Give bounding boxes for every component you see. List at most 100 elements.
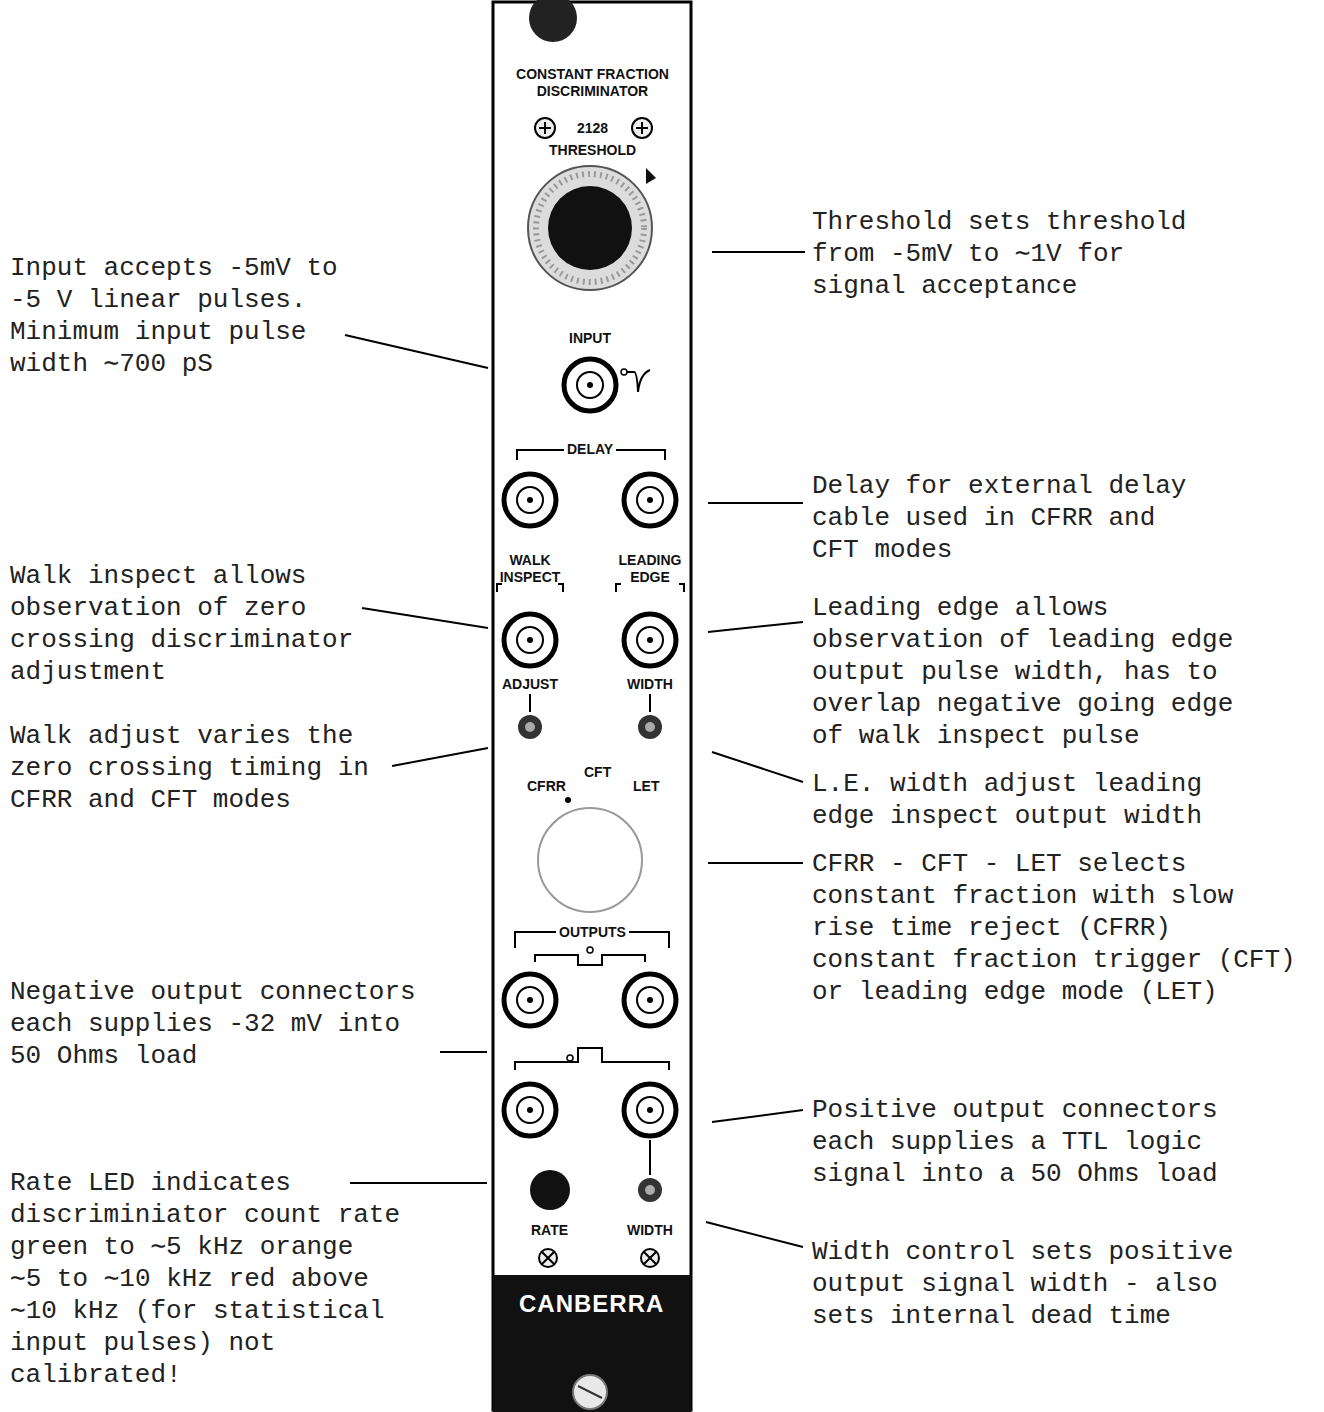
bnc-connector: [647, 1107, 653, 1113]
panel-label: 2128: [577, 120, 608, 137]
annotation-text: Negative output connectors each supplies…: [10, 976, 431, 1072]
panel-drawing: [392, 748, 488, 766]
bnc-connector: [504, 614, 556, 666]
bnc-connector: [624, 974, 676, 1026]
annotation-text: Input accepts -5mV to -5 V linear pulses…: [10, 252, 338, 380]
panel-drawing: [539, 1249, 557, 1267]
panel-drawing: [636, 122, 648, 134]
panel-drawing: [493, 1275, 691, 1412]
panel-drawing: [515, 1048, 669, 1070]
panel-drawing: [529, 694, 531, 712]
panel-drawing: [638, 715, 662, 739]
brand-name: CANBERRA: [519, 1290, 664, 1318]
bnc-connector: [517, 487, 543, 513]
panel-label: LEADING EDGE: [618, 552, 682, 586]
panel-drawing: [645, 722, 655, 732]
bnc-connector: [587, 382, 593, 388]
bnc-connector: [527, 1107, 533, 1113]
panel-label: CFT: [584, 764, 611, 781]
bnc-connector: [504, 1084, 556, 1136]
panel-drawing: [644, 1252, 656, 1264]
bnc-connector: [564, 359, 616, 411]
panel-label: THRESHOLD: [549, 142, 636, 159]
panel-drawing: [627, 370, 650, 392]
annotation-text: Leading edge allows observation of leadi…: [812, 592, 1233, 752]
annotation-text: CFRR - CFT - LET selects constant fracti…: [812, 848, 1296, 1008]
panel-drawing: [525, 722, 535, 732]
annotation-text: Width control sets positive output signa…: [812, 1236, 1249, 1332]
panel-drawing: [345, 335, 488, 368]
annotation-text: Walk adjust varies the zero crossing tim…: [10, 720, 384, 816]
panel-drawing: [530, 1170, 570, 1210]
panel-drawing: [578, 1386, 602, 1398]
panel-drawing: [538, 808, 642, 912]
panel-label: DELAY: [564, 441, 616, 458]
panel-label: INPUT: [569, 330, 611, 347]
panel-drawing: [542, 1252, 554, 1264]
panel-drawing: [548, 186, 632, 270]
bnc-connector: [647, 497, 653, 503]
panel-drawing: [708, 622, 803, 632]
panel-label: CONSTANT FRACTION DISCRIMINATOR: [510, 66, 675, 100]
panel-label: LET: [633, 778, 659, 795]
bnc-connector: [517, 1097, 543, 1123]
panel-drawing: [712, 752, 803, 782]
panel-drawing: [536, 174, 644, 282]
panel-label: RATE: [531, 1222, 568, 1239]
bnc-connector: [624, 474, 676, 526]
bnc-connector: [517, 987, 543, 1013]
panel-drawing: [350, 1182, 487, 1184]
panel-drawing: [493, 2, 691, 1410]
panel-drawing: [621, 369, 627, 375]
panel-drawing: [528, 166, 652, 290]
bnc-connector: [527, 497, 533, 503]
panel-drawing: [706, 1222, 803, 1247]
panel-drawing: [362, 608, 488, 628]
panel-drawing: [616, 584, 684, 592]
panel-drawing: [565, 797, 571, 803]
annotation-text: Rate LED indicates discriminiator count …: [10, 1167, 400, 1391]
bnc-connector: [637, 1097, 663, 1123]
panel-drawing: [529, 0, 577, 42]
panel-drawing: [708, 502, 803, 504]
panel-drawing: [440, 1051, 487, 1053]
panel-drawing: [645, 1185, 655, 1195]
panel-drawing: [649, 1140, 651, 1175]
bnc-connector: [527, 997, 533, 1003]
panel-drawing: [632, 118, 652, 138]
panel-drawing: [712, 1110, 803, 1122]
panel-drawing: [567, 1055, 573, 1061]
panel-drawing: [539, 122, 551, 134]
panel-label: WIDTH: [627, 1222, 673, 1239]
panel-drawing: [535, 118, 555, 138]
panel-drawing: [708, 862, 803, 864]
panel-label: WIDTH: [627, 676, 673, 693]
panel-drawing: [641, 1249, 659, 1267]
bnc-connector: [527, 637, 533, 643]
annotation-text: Threshold sets threshold from -5mV to ∼1…: [812, 206, 1202, 302]
bnc-connector: [577, 372, 603, 398]
panel-drawing: [518, 715, 542, 739]
bnc-connector: [504, 974, 556, 1026]
panel-drawing: [646, 168, 656, 184]
panel-label: ADJUST: [502, 676, 558, 693]
bnc-connector: [624, 1084, 676, 1136]
annotation-text: Delay for external delay cable used in C…: [812, 470, 1186, 566]
panel-drawing: [587, 947, 593, 953]
panel-label: CFRR: [527, 778, 566, 795]
annotation-text: Positive output connectors each supplies…: [812, 1094, 1233, 1190]
panel-drawing: [638, 1178, 662, 1202]
bnc-connector: [624, 614, 676, 666]
panel-drawing: [712, 251, 805, 253]
panel-drawing: [504, 359, 676, 1136]
bnc-connector: [647, 997, 653, 1003]
panel-drawing: [573, 1375, 607, 1409]
bnc-connector: [637, 487, 663, 513]
panel-drawing: [535, 955, 645, 965]
bnc-connector: [504, 474, 556, 526]
panel-label: OUTPUTS: [556, 924, 629, 941]
panel-drawing: [345, 252, 805, 1247]
bnc-connector: [637, 987, 663, 1013]
bnc-connector: [637, 627, 663, 653]
panel-label: WALK INSPECT: [498, 552, 562, 586]
